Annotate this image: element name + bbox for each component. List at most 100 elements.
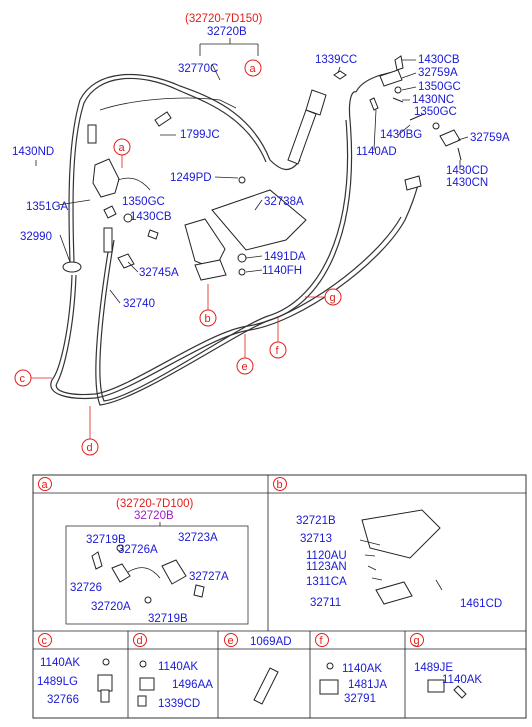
bolt-1430cb-right bbox=[394, 55, 404, 71]
detail-e: e 1069AD bbox=[224, 633, 292, 705]
bolt-32727a bbox=[193, 584, 205, 598]
detail-b-label-32721b: 32721B bbox=[296, 515, 336, 527]
detail-d-label-1140ak: 1140AK bbox=[158, 661, 198, 673]
cable-middle-inner bbox=[99, 119, 349, 402]
bracket-32720a bbox=[111, 563, 131, 583]
label-32759a-top: 32759A bbox=[418, 67, 458, 79]
clip-g bbox=[427, 679, 445, 693]
bushing-1491da bbox=[237, 253, 247, 263]
label-1350gc-top: 1350GC bbox=[418, 81, 461, 93]
detail-b-small-parts bbox=[359, 539, 443, 591]
label-1430cb-right: 1430CB bbox=[418, 54, 460, 66]
clip-c bbox=[97, 674, 113, 692]
detail-a-label-32726: 32726 bbox=[70, 582, 102, 594]
detail-d-label-1339cd: 1339CD bbox=[158, 698, 200, 710]
label-1350gc-right: 1350GC bbox=[414, 106, 457, 118]
pin-1430bg bbox=[409, 113, 425, 121]
clip-1351ga bbox=[103, 205, 117, 219]
label-1351ga: 1351GA bbox=[26, 201, 69, 213]
assembly-bracket bbox=[199, 38, 259, 56]
detail-g-label-1140ak: 1140AK bbox=[442, 674, 482, 686]
detail-b-label-1120au: 1120AU bbox=[306, 550, 347, 562]
detail-c-label-1140ak: 1140AK bbox=[40, 657, 80, 669]
bolt-d bbox=[139, 660, 147, 668]
assembly-top-label: (32720-7D150) bbox=[185, 13, 263, 25]
detail-f-header: f bbox=[320, 635, 324, 647]
cable-middle bbox=[95, 91, 357, 406]
cable-end-boot bbox=[287, 109, 317, 165]
label-32990: 32990 bbox=[20, 231, 52, 243]
main-leader-lines bbox=[35, 59, 469, 304]
detail-e-label-1069ad: 1069AD bbox=[250, 636, 292, 648]
washer-1350gc-top bbox=[394, 86, 402, 94]
label-32740: 32740 bbox=[123, 298, 155, 310]
detail-c-label-32766: 32766 bbox=[47, 694, 79, 706]
clip-1430nd bbox=[87, 124, 97, 144]
detail-b-header: b bbox=[277, 479, 283, 491]
bolt-1140fh bbox=[238, 268, 246, 276]
grommet-32990 bbox=[62, 261, 82, 273]
spring-boot bbox=[103, 227, 113, 253]
detail-e-header: e bbox=[228, 635, 234, 647]
cable-lower-inner bbox=[55, 216, 402, 396]
label-1350gc: 1350GC bbox=[122, 196, 165, 208]
clip-d bbox=[139, 677, 155, 691]
bracket-32711 bbox=[375, 581, 413, 605]
detail-a-label-32719b: 32719B bbox=[86, 534, 126, 546]
label-1430bg: 1430BG bbox=[380, 129, 422, 141]
rod-upper-left bbox=[117, 177, 151, 191]
detail-b-label-1461cd: 1461CD bbox=[460, 598, 502, 610]
detail-a-assembly-label: 32720B bbox=[134, 510, 174, 522]
detail-b-label-1311ca: 1311CA bbox=[306, 576, 347, 588]
detail-d-label-1496aa: 1496AA bbox=[172, 679, 213, 691]
label-1430nc: 1430NC bbox=[412, 94, 454, 106]
bolt-1249pd bbox=[238, 176, 246, 184]
detail-f: f 1140AK 1481JA 32791 bbox=[315, 633, 387, 705]
bolt-g bbox=[453, 685, 467, 699]
detail-c-label-1489lg: 1489LG bbox=[37, 676, 78, 688]
detail-g-header: g bbox=[414, 635, 420, 647]
detail-table bbox=[32, 474, 527, 719]
pin-1430nc bbox=[392, 97, 404, 103]
callout-b: b bbox=[199, 309, 217, 327]
assembly-label: 32720B bbox=[207, 26, 247, 38]
detail-a-label-32720a: 32720A bbox=[91, 601, 131, 613]
detail-f-label-32791: 32791 bbox=[344, 693, 376, 705]
label-32770c: 32770C bbox=[178, 63, 218, 75]
bracket-32723a bbox=[161, 559, 187, 585]
pedal-base bbox=[194, 259, 227, 281]
detail-b-label-32711: 32711 bbox=[310, 597, 341, 609]
bracket-c bbox=[100, 689, 110, 703]
table-grid-lines bbox=[33, 475, 526, 718]
detail-c-header: c bbox=[42, 635, 48, 647]
callout-f: f bbox=[269, 341, 287, 359]
pin-1430cd bbox=[457, 147, 462, 161]
label-1799jc: 1799JC bbox=[180, 129, 220, 141]
pad-32721b bbox=[361, 509, 441, 559]
cable-end-cap bbox=[305, 89, 327, 116]
nut-1339cc bbox=[333, 70, 347, 80]
label-1430cn: 1430CN bbox=[446, 177, 488, 189]
callout-d: d bbox=[81, 438, 99, 456]
bolt-f bbox=[326, 662, 334, 670]
detail-f-label-1481ja: 1481JA bbox=[348, 679, 387, 691]
detail-d: d 1140AK 1496AA 1339CD bbox=[133, 633, 213, 710]
detail-a: a (32720-7D100) 32720B 32719B 32726A 327… bbox=[38, 477, 249, 625]
main-diagram: (32720-7D150) 32720B bbox=[12, 13, 510, 456]
cable-upper-left-inner bbox=[72, 77, 267, 263]
pin-32726 bbox=[91, 551, 103, 570]
detail-b-label-32713: 32713 bbox=[300, 533, 332, 545]
bolt-1430cb bbox=[147, 229, 159, 240]
detail-a-frame bbox=[65, 525, 249, 625]
washer-1350gc-right bbox=[432, 122, 440, 130]
pedal-arm bbox=[184, 218, 226, 270]
label-1430nd: 1430ND bbox=[12, 146, 54, 158]
detail-b: b 32721B 32713 1120AU 1123AN 1311CA 3271… bbox=[273, 477, 502, 610]
label-32738a: 32738A bbox=[264, 196, 304, 208]
bracket-upper-left bbox=[92, 158, 120, 198]
detail-a-label-32727a: 32727A bbox=[189, 571, 229, 583]
label-1249pd: 1249PD bbox=[170, 172, 212, 184]
svg-text:e: e bbox=[242, 361, 248, 373]
svg-text:d: d bbox=[87, 442, 93, 454]
